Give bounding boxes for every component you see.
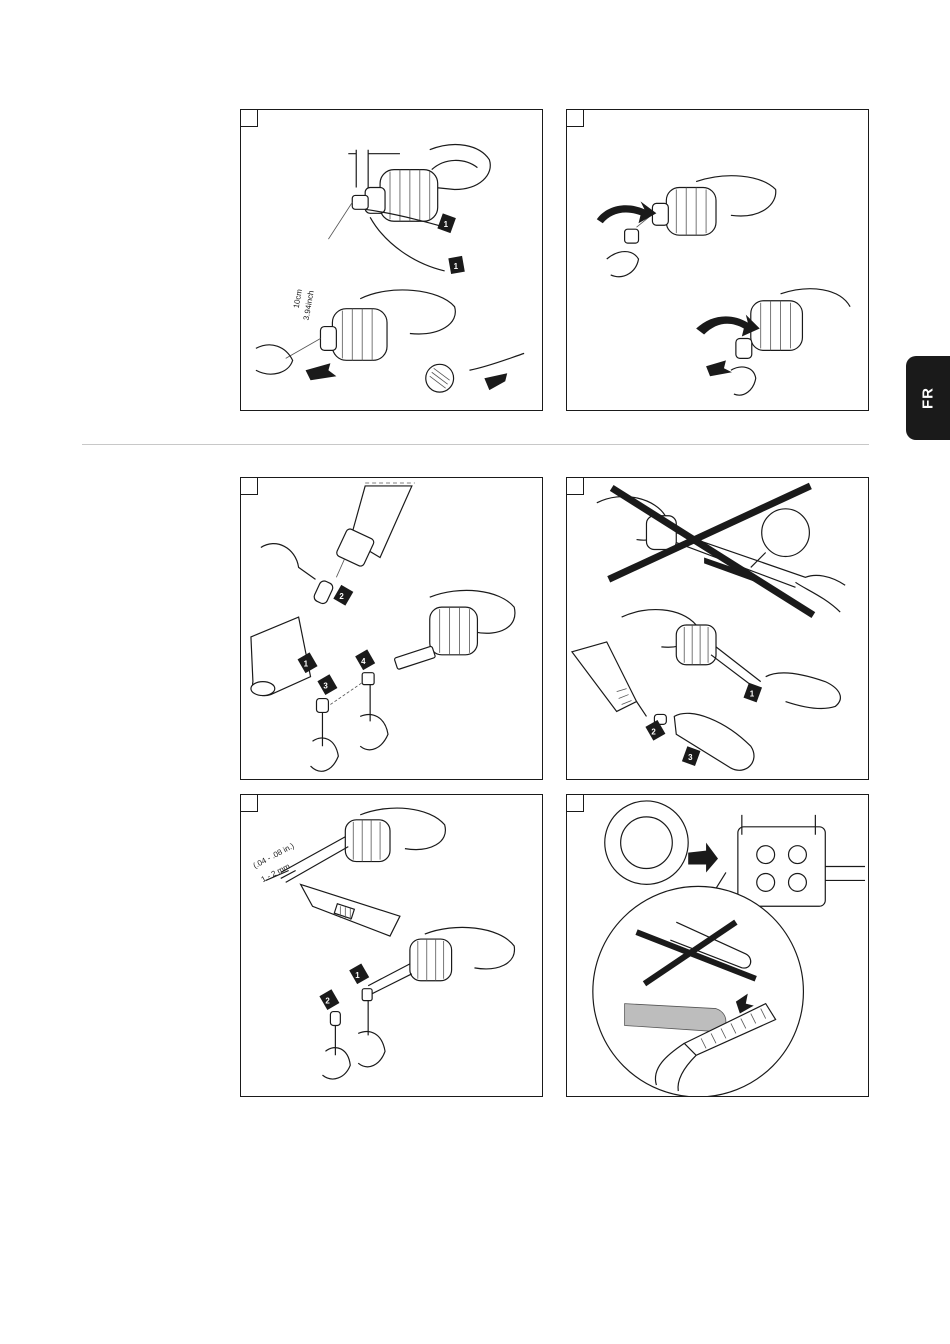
torch-nozzle-top xyxy=(352,170,437,222)
arrow-number-4: 4 xyxy=(361,657,366,666)
arrow-number-2: 2 xyxy=(325,997,330,1006)
figure-panel-3: 1 2 3 4 xyxy=(240,477,543,780)
illustration-cut-wire: 1 1 10cm 3.94inch xyxy=(241,110,542,410)
figure-panel-6 xyxy=(566,794,869,1097)
arrow-number-1: 1 xyxy=(750,690,755,699)
arrow-number-2: 1 xyxy=(454,262,459,271)
section-divider xyxy=(82,444,869,445)
arrow-number-1: 1 xyxy=(444,220,449,229)
figure-panel-2 xyxy=(566,109,869,411)
length-inch-label: 3.94inch xyxy=(302,290,316,321)
arrow-number-1: 1 xyxy=(355,971,360,980)
arrow-number-1: 1 xyxy=(304,660,309,669)
illustration-wire-feed xyxy=(567,795,868,1096)
figure-panel-5: (.04 - .08 in.) 1 - 2 mm 1 2 xyxy=(240,794,543,1097)
illustration-screw-liner xyxy=(567,110,868,410)
language-tab: FR xyxy=(906,356,950,440)
length-label: 10cm xyxy=(292,288,304,309)
illustration-disassemble-neck: 1 2 3 4 xyxy=(241,478,542,779)
figure-panel-1: 1 1 10cm 3.94inch xyxy=(240,109,543,411)
torch-nozzle-bottom xyxy=(320,309,387,361)
figure-panel-4: 1 2 3 xyxy=(566,477,869,780)
illustration-cut-liner: (.04 - .08 in.) 1 - 2 mm 1 2 xyxy=(241,795,542,1096)
arrow-number-3: 3 xyxy=(323,682,328,691)
arrow-number-2: 2 xyxy=(651,727,656,736)
illustration-insert-liner: 1 2 3 xyxy=(567,478,868,779)
language-tab-label: FR xyxy=(920,387,937,409)
arrow-number-2: 2 xyxy=(339,592,344,601)
arrow-number-3: 3 xyxy=(688,753,693,762)
